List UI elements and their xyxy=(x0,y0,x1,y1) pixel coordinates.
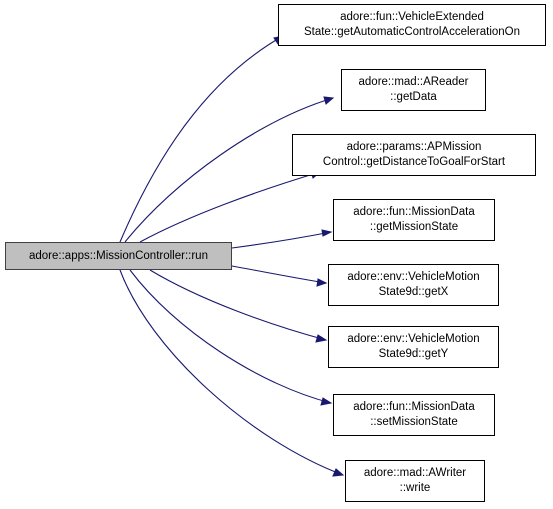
node-label-line-1: adore::env::VehicleMotion xyxy=(347,333,480,345)
arrowhead xyxy=(316,278,328,287)
node-get-mission-state[interactable]: adore::fun::MissionData ::getMissionStat… xyxy=(333,199,495,241)
node-get-automatic-control-acceleration-on[interactable]: adore::fun::VehicleExtended State::getAu… xyxy=(278,4,546,46)
node-label-line-1: adore::params::APMission xyxy=(346,141,482,153)
arrowhead xyxy=(321,229,333,237)
edge-run-to-write xyxy=(119,269,344,476)
node-label-line-1: adore::mad::AReader xyxy=(358,76,469,88)
node-label-line-1: adore::fun::MissionData xyxy=(353,401,475,413)
node-get-data[interactable]: adore::mad::AReader ::getData xyxy=(341,69,486,111)
edge-run-to-setMissionState xyxy=(129,269,332,404)
node-get-x[interactable]: adore::env::VehicleMotion State9d::getX xyxy=(328,264,499,306)
edge-run-to-getDistanceToGoalForStart xyxy=(139,171,321,243)
node-label-line-1: adore::env::VehicleMotion xyxy=(347,271,480,283)
node-write[interactable]: adore::mad::AWriter ::write xyxy=(345,460,485,502)
node-label: adore::apps::MissionController::run xyxy=(29,249,208,262)
edge-run-to-getAutomaticControlAccelerationOn xyxy=(119,35,284,243)
arrowhead xyxy=(323,96,335,105)
edge-run-to-getY xyxy=(149,269,327,341)
node-label-line-1: adore::fun::VehicleExtended xyxy=(340,11,484,23)
edge-run-to-getData xyxy=(124,97,334,243)
node-set-mission-state[interactable]: adore::fun::MissionData ::setMissionStat… xyxy=(333,394,495,436)
edge-run-to-getX xyxy=(231,265,327,284)
node-label-line-2: ::getMissionState xyxy=(369,221,459,233)
node-label-line-2: ::getData xyxy=(390,91,437,103)
node-label-line-2: State9d::getY xyxy=(378,348,449,360)
node-get-y[interactable]: adore::env::VehicleMotion State9d::getY xyxy=(328,326,499,368)
node-label-line-2: State::getAutomaticControlAccelerationOn xyxy=(303,26,521,38)
node-label-line-2: Control::getDistanceToGoalForStart xyxy=(322,156,506,168)
node-label-line-1: adore::mad::AWriter xyxy=(363,467,467,479)
root-node-mission-controller-run[interactable]: adore::apps::MissionController::run xyxy=(5,242,232,270)
edge-run-to-getMissionState xyxy=(231,231,332,249)
node-label-line-2: ::setMissionState xyxy=(370,416,458,428)
arrowhead xyxy=(332,468,345,477)
node-label-line-1: adore::fun::MissionData xyxy=(353,206,475,218)
arrowhead xyxy=(320,397,333,406)
arrowhead xyxy=(315,334,328,343)
node-label-line-2: ::write xyxy=(399,482,431,494)
node-get-distance-to-goal-for-start[interactable]: adore::params::APMission Control::getDis… xyxy=(292,134,536,176)
node-label-line-2: State9d::getX xyxy=(378,286,449,298)
